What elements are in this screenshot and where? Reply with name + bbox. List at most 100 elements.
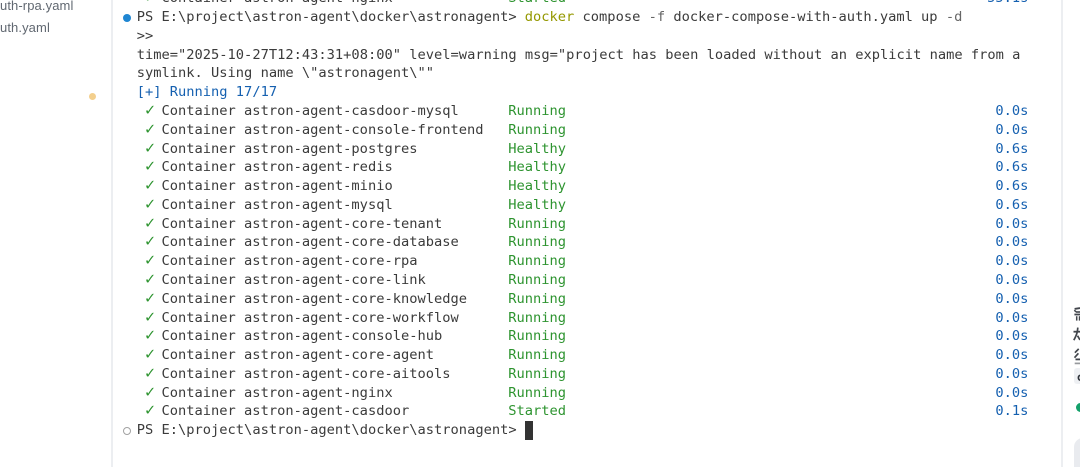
check-icon: ✓ [144,306,155,326]
container-time: 0.6s [995,159,1029,176]
container-status: Running [508,328,567,345]
command-token: docker-compose-with-auth.yaml [673,9,913,26]
check-icon: ✓ [145,0,155,7]
shell-prompt: PS E:\project\astron-agent\docker\astron… [136,422,517,439]
container-name: Container astron-agent-core-link [161,272,426,289]
container-time: 0.0s [995,347,1029,364]
check-icon: ✓ [144,400,155,420]
container-time: 0.0s [995,234,1029,251]
check-icon: ✓ [144,156,155,176]
container-time: 0.0s [995,103,1029,119]
container-time: 0.0s [995,215,1029,232]
container-name: Container astron-agent-core-database [161,234,459,251]
container-time: 55.1s [987,0,1028,8]
check-icon: ✓ [144,175,155,195]
container-time: 0.0s [995,121,1029,138]
container-time: 0.0s [995,272,1029,289]
container-status: Running [508,253,567,270]
container-name: Container astron-agent-postgres [161,140,418,157]
chat-input-box[interactable] [1073,437,1080,467]
container-name: Container astron-agent-minio [161,178,393,195]
container-status: Healthy [508,178,567,195]
container-name: Container astron-agent-console-hub [161,328,443,345]
container-status: Running [508,272,567,289]
container-time: 0.0s [995,365,1029,382]
partial-chinese-text [1073,307,1080,365]
sidebar-terminal-divider[interactable] [111,0,114,467]
container-name: Container astron-agent-core-agent [161,347,435,364]
container-status: Running [508,384,567,401]
command-token: up [921,9,938,26]
container-status: Healthy [508,159,567,176]
container-status: Running [508,290,567,307]
container-time: 0.0s [995,309,1029,326]
container-time: 0.0s [995,290,1029,307]
shell-prompt: PS E:\project\astron-agent\docker\astron… [136,9,517,26]
terminal-cursor[interactable] [524,421,533,441]
container-name: Container astron-agent-core-knowledge [161,290,468,307]
container-status: Running [508,215,567,232]
check-icon: ✓ [144,212,155,232]
container-name: Container astron-agent-core-tenant [161,215,443,232]
inline-code-chip: c [1073,368,1080,385]
container-name: Container astron-agent-casdoor [161,403,410,420]
modified-file-dot-icon [89,92,96,100]
terminal-chat-divider[interactable] [1061,0,1064,467]
command-token: docker [524,9,575,26]
container-time: 0.6s [995,178,1029,195]
container-name: Container astron-agent-core-workflow [161,309,459,326]
inline-code-text: c [1077,370,1080,384]
container-name: Container astron-agent-console-frontend [161,121,484,138]
container-status: Healthy [508,196,567,213]
container-status: Running [508,103,567,119]
check-icon: ✓ [144,269,155,289]
command-token: -d [945,9,963,26]
container-name: Container astron-agent-mysql [161,196,393,213]
explorer-sidebar: uth-rpa.yaml uth.yaml [0,0,111,467]
command-executed-dot-icon[interactable] [122,13,131,22]
chat-panel: c [1063,0,1080,467]
container-status: Running [508,121,567,138]
continuation-prompt: >> [136,27,154,44]
container-time: 0.6s [995,140,1029,157]
container-time: 0.0s [995,253,1029,270]
container-time: 0.6s [995,196,1029,213]
terminal-panel[interactable]: ✓Container astron-agent-nginxStarted55.1… [113,0,1061,467]
check-icon: ✓ [144,193,155,213]
container-name: Container astron-agent-casdoor-mysql [161,103,459,119]
container-name: Container astron-agent-redis [161,159,393,176]
warning-text: time="2025-10-27T12:43:31+08:00" level=w… [136,46,1021,63]
container-status: Started [508,403,567,420]
container-time: 0.1s [995,403,1029,420]
container-name: Container astron-agent-core-aitools [161,365,451,382]
compose-progress-header: [+] Running 17/17 [136,84,278,101]
command-token: compose [582,9,641,26]
check-icon: ✓ [144,231,155,251]
check-icon: ✓ [144,250,155,270]
container-status: Healthy [508,140,567,157]
check-icon: ✓ [144,325,155,345]
chat-status-dot-icon[interactable] [1076,403,1080,413]
check-icon: ✓ [144,362,155,382]
container-status: Running [508,347,567,364]
check-icon: ✓ [144,137,155,157]
warning-text: symlink. Using name \"astronagent\"" [136,65,435,82]
explorer-file-auth-rpa-yaml[interactable]: uth-rpa.yaml [0,0,74,13]
check-icon: ✓ [144,381,155,401]
explorer-file-auth-yaml[interactable]: uth.yaml [0,20,50,35]
container-status: Running [508,365,567,382]
check-icon: ✓ [144,344,155,364]
check-icon: ✓ [144,287,155,307]
check-icon: ✓ [144,118,155,138]
container-status: Started [508,0,566,8]
container-name: Container astron-agent-nginx [161,0,392,8]
check-icon: ✓ [144,100,155,119]
container-time: 0.0s [995,328,1029,345]
command-token: -f [648,9,666,26]
container-name: Container astron-agent-nginx [161,384,393,401]
container-name: Container astron-agent-core-rpa [161,253,418,270]
command-pending-circle-icon[interactable] [122,426,131,435]
container-status: Running [508,309,567,326]
container-status: Running [508,234,567,251]
